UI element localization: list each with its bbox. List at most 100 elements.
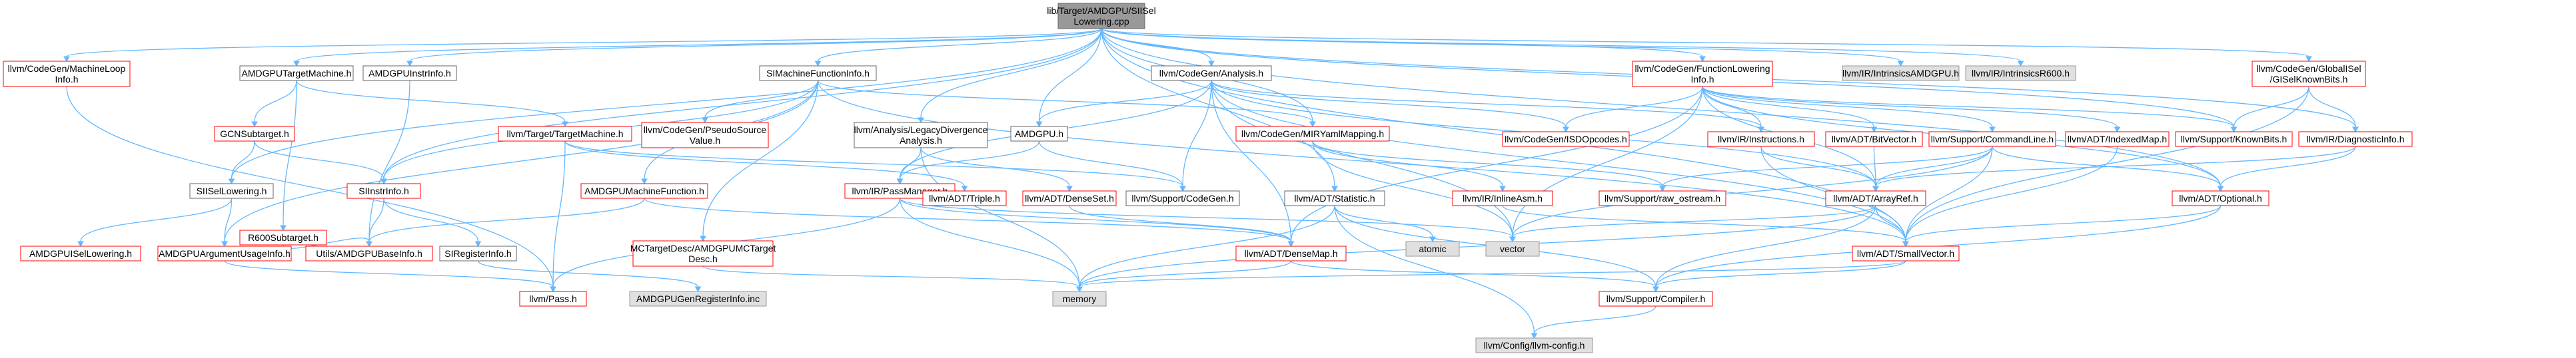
include-edge <box>1211 80 1567 128</box>
node-label: Analysis.h <box>900 135 942 146</box>
include-edge <box>224 198 233 242</box>
node-box <box>498 126 632 142</box>
node-label: AMDGPUArgumentUsageInfo.h <box>159 248 291 259</box>
node-box <box>1010 126 1068 142</box>
file-node-siri[interactable]: SIRegisterInfo.h <box>439 246 517 262</box>
file-node-adtopt[interactable]: llvm/ADT/Optional.h <box>2172 190 2269 206</box>
include-edge <box>899 147 922 180</box>
file-node-adtar[interactable]: llvm/ADT/ArrayRef.h <box>1825 190 1926 206</box>
file-node-adtstat[interactable]: llvm/ADT/Statistic.h <box>1284 190 1385 206</box>
node-box <box>629 291 767 307</box>
file-node-irinasm[interactable]: llvm/IR/InlineAsm.h <box>1452 190 1553 206</box>
file-node-supcl[interactable]: llvm/Support/CommandLine.h <box>1928 131 2056 147</box>
include-edge <box>2233 86 2309 128</box>
node-label: llvm/Support/CodeGen.h <box>1131 193 1233 204</box>
file-node-adtim[interactable]: llvm/ADT/IndexedMap.h <box>2065 131 2170 147</box>
edge-arrowhead <box>63 56 70 63</box>
node-box <box>1475 337 1593 353</box>
node-label: llvm/IR/Instructions.h <box>1718 134 1804 144</box>
file-node-adtds[interactable]: llvm/ADT/DenseSet.h <box>1022 190 1117 206</box>
node-label: atomic <box>1419 244 1446 254</box>
include-edge <box>1101 28 1902 62</box>
edge-arrowhead <box>1699 56 1706 63</box>
file-node-cgisdop[interactable]: llvm/CodeGen/ISDOpcodes.h <box>1502 131 1630 147</box>
edge-arrowhead <box>1035 121 1043 128</box>
include-edge <box>1565 86 1703 128</box>
node-box <box>1632 61 1773 87</box>
file-node-amdgpuisl[interactable]: AMDGPUISelLowering.h <box>20 246 141 262</box>
include-edge <box>817 80 1313 122</box>
file-node-adtsv[interactable]: llvm/ADT/SmallVector.h <box>1852 246 1960 262</box>
file-node-amdgpumf[interactable]: AMDGPUMachineFunction.h <box>580 183 708 199</box>
file-node-ttm[interactable]: llvm/Target/TargetMachine.h <box>498 126 632 142</box>
file-node-supcg[interactable]: llvm/Support/CodeGen.h <box>1125 190 1240 206</box>
include-edge <box>224 260 554 287</box>
file-node-amdgputm[interactable]: AMDGPUTargetMachine.h <box>239 65 354 81</box>
file-node-gikb[interactable]: llvm/CodeGen/GlobalISel/GISelKnownBits.h <box>2252 61 2366 87</box>
file-node-adttriple[interactable]: llvm/ADT/Triple.h <box>922 190 1007 206</box>
include-edge <box>1079 260 1906 287</box>
node-box <box>1825 190 1926 206</box>
node-label: llvm/IR/DiagnosticInfo.h <box>2306 134 2404 144</box>
file-node-siisellow[interactable]: SIISelLowering.h <box>189 183 274 199</box>
node-box <box>1599 291 1713 307</box>
file-node-amdgpuii[interactable]: AMDGPUInstrInfo.h <box>362 65 457 81</box>
include-edge <box>899 198 1080 287</box>
file-node-adtdm[interactable]: llvm/ADT/DenseMap.h <box>1235 246 1347 262</box>
file-node-utilsbase[interactable]: Utils/AMDGPUBaseInfo.h <box>305 246 433 262</box>
node-label: SIMachineFunctionInfo.h <box>766 68 870 79</box>
include-edge <box>1101 28 2222 187</box>
file-node-supcomp[interactable]: llvm/Support/Compiler.h <box>1599 291 1713 307</box>
file-node-cga[interactable]: llvm/CodeGen/Analysis.h <box>1151 65 1272 81</box>
file-node-gcnsub[interactable]: GCNSubtarget.h <box>214 126 295 142</box>
edge-arrowhead <box>2017 61 2024 67</box>
file-node-simfi[interactable]: SIMachineFunctionInfo.h <box>759 65 877 81</box>
file-node-suprawos[interactable]: llvm/Support/raw_ostream.h <box>1599 190 1726 206</box>
file-node-irinstr[interactable]: llvm/IR/Instructions.h <box>1707 131 1815 147</box>
file-node-llvmcfg: llvm/Config/llvm-config.h <box>1475 337 1593 353</box>
node-box <box>519 291 587 307</box>
node-box <box>2175 131 2293 147</box>
file-node-siinstr[interactable]: SIInstrInfo.h <box>346 183 421 199</box>
edge-arrowhead <box>1076 286 1083 293</box>
node-label: llvm/Support/KnownBits.h <box>2181 134 2287 144</box>
file-node-llvmpass[interactable]: llvm/Pass.h <box>519 291 587 307</box>
edge-arrowhead <box>2305 56 2312 63</box>
node-box <box>1599 190 1726 206</box>
file-node-amdgpuaui[interactable]: AMDGPUArgumentUsageInfo.h <box>157 246 292 262</box>
file-node-cgmirym[interactable]: llvm/CodeGen/MIRYamlMapping.h <box>1235 126 1390 142</box>
node-label: llvm/Support/Compiler.h <box>1607 293 1706 304</box>
include-edge <box>920 28 1102 118</box>
edge-arrowhead <box>1531 333 1538 339</box>
node-box <box>346 183 421 199</box>
include-edge <box>1702 86 2235 128</box>
file-node-irdi[interactable]: llvm/IR/DiagnosticInfo.h <box>2298 131 2413 147</box>
edge-arrowhead <box>1509 236 1516 243</box>
include-edge <box>1334 205 1433 238</box>
file-node-adtbv[interactable]: llvm/ADT/BitVector.h <box>1825 131 1923 147</box>
file-node-supkb[interactable]: llvm/Support/KnownBits.h <box>2175 131 2293 147</box>
node-label: Info.h <box>1690 74 1714 85</box>
node-label: AMDGPUMachineFunction.h <box>584 186 704 196</box>
node-box <box>1125 190 1240 206</box>
node-label: llvm/IR/IntrinsicsAMDGPU.h <box>1842 68 1959 79</box>
node-box <box>157 246 292 262</box>
include-edge <box>702 80 819 237</box>
node-box <box>1485 241 1540 257</box>
node-box <box>1052 291 1107 307</box>
node-box <box>305 246 433 262</box>
node-box <box>922 190 1007 206</box>
edge-arrowhead <box>251 121 258 128</box>
node-label: llvm/IR/InlineAsm.h <box>1463 193 1543 204</box>
node-label: /GISelKnownBits.h <box>2270 74 2348 85</box>
include-edge <box>564 140 1183 187</box>
file-node-amdgpuh[interactable]: AMDGPU.h <box>1010 126 1068 142</box>
file-node-r600sub[interactable]: R600Subtarget.h <box>239 230 327 246</box>
include-edge <box>1905 86 2309 242</box>
edge-arrowhead <box>700 236 706 242</box>
